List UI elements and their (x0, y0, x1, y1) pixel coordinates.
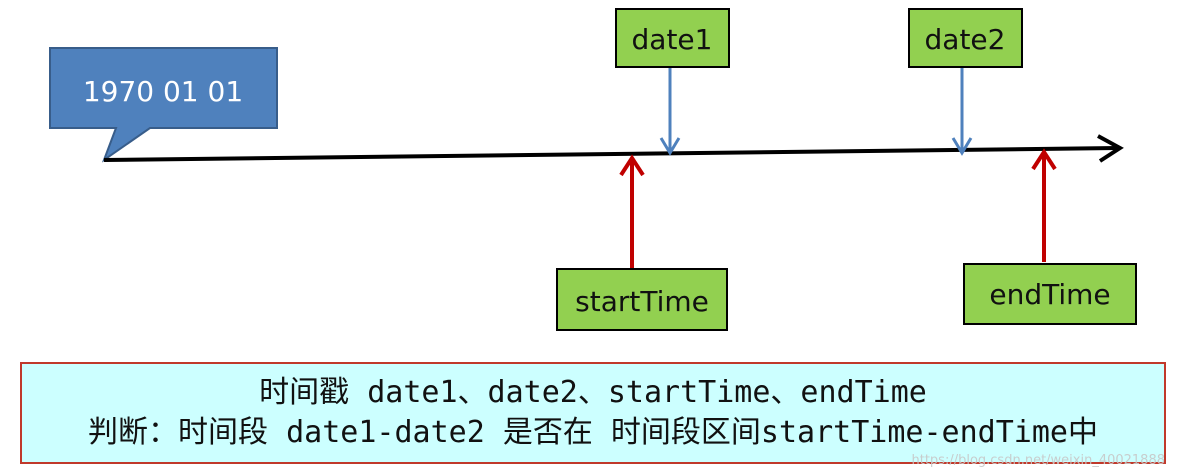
epoch-callout-shape (49, 47, 278, 163)
date2-arrowhead (951, 137, 973, 156)
date1-marker: date1 (615, 8, 730, 156)
date1-box (615, 8, 730, 68)
note-line-2: 判断：时间段 date1-date2 是否在 时间段区间startTime-en… (88, 415, 1098, 450)
start-time-label: startTime (575, 285, 709, 318)
end-time-label: endTime (989, 278, 1110, 311)
epoch-callout: 1970 01 01 (49, 47, 278, 163)
end-time-marker: endTime (963, 148, 1137, 325)
watermark: https://blog.csdn.net/weixin_40021888 (911, 453, 1165, 468)
timeline-arrow (103, 134, 1124, 163)
start-time-box (556, 268, 728, 331)
timeline-line (103, 146, 1119, 162)
start-time-marker: startTime (556, 154, 728, 331)
date2-marker: date2 (908, 8, 1023, 156)
date1-label: date1 (632, 23, 713, 56)
note-line-1: 时间戳 date1、date2、startTime、endTime (259, 375, 927, 410)
date2-label: date2 (925, 23, 1006, 56)
date1-arrowhead (659, 137, 681, 156)
end-time-box (963, 263, 1137, 325)
end-time-arrowhead (1031, 148, 1057, 171)
start-time-arrowhead (619, 154, 645, 177)
description-note: 时间戳 date1、date2、startTime、endTime 判断：时间段… (20, 362, 1166, 464)
timeline-arrowhead (1097, 134, 1124, 163)
date2-box (908, 8, 1023, 68)
epoch-callout-label: 1970 01 01 (83, 75, 243, 108)
